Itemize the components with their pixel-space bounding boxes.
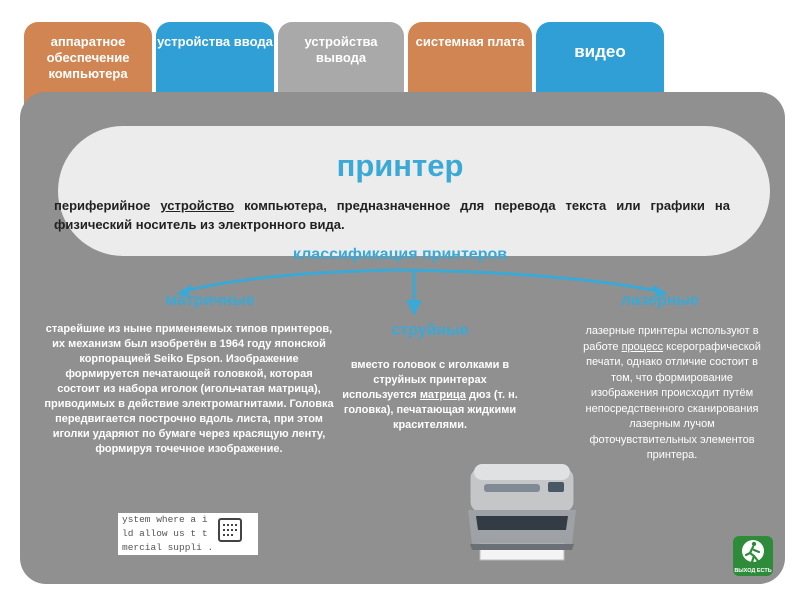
definition-post: компьютера, предназначенное для перевода… <box>54 198 730 232</box>
laser-description: лазерные принтеры используют в работе пр… <box>578 324 766 464</box>
exit-label: ВЫХОД ЕСТЬ <box>734 568 771 574</box>
laser-text-pre: лазерные принтеры используют в работе <box>583 325 759 353</box>
laser-link[interactable]: процесс <box>621 340 664 353</box>
arrow-left-head <box>176 284 192 297</box>
exit-icon: ВЫХОД ЕСТЬ <box>733 536 773 576</box>
content-panel <box>20 92 785 584</box>
arrow-left <box>179 268 401 294</box>
inkjet-text-pre: вместо головок с иголками в струйных при… <box>342 359 510 401</box>
arrow-right <box>399 268 665 294</box>
printer-image <box>468 464 576 561</box>
matrix-description: старейшие из ныне применяемых типов прин… <box>44 323 334 455</box>
printout-line: ld allow us t t <box>122 528 208 539</box>
laser-heading: лазерные <box>621 292 699 309</box>
printout-line: ystem where a i <box>122 514 208 525</box>
classification-heading: классификация принтеров <box>292 246 508 263</box>
inkjet-description: вместо головок с иголками в струйных при… <box>340 358 520 433</box>
inkjet-link[interactable]: матрица <box>419 389 466 401</box>
laser-text-post: ксерографической печати, однако отличие … <box>585 340 761 462</box>
inkjet-heading: струйные <box>391 322 469 339</box>
definition-pre: периферийное <box>54 198 161 213</box>
matrix-heading: матричные <box>165 292 255 309</box>
arrow-right-head <box>652 284 668 297</box>
dot-matrix-icon <box>218 518 242 542</box>
arrow-down-head <box>406 300 422 316</box>
content-highlight <box>58 126 770 256</box>
inkjet-text-post: дюз (т. н. головка), печатающая жидкими … <box>343 389 518 431</box>
printout-line: mercial suppli . <box>122 542 214 553</box>
definition-link[interactable]: устройство <box>160 198 235 213</box>
definition-text: периферийное устройство компьютера, пред… <box>54 196 730 234</box>
exit-button[interactable]: ВЫХОД ЕСТЬ <box>733 536 773 576</box>
page-title: принтер <box>336 148 464 183</box>
